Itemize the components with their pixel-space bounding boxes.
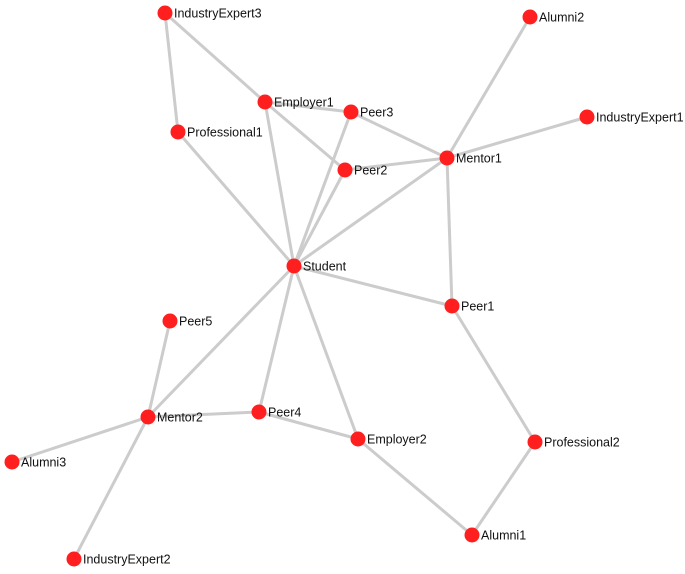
edge-employer1-student bbox=[263, 100, 296, 268]
edge-student-peer4 bbox=[257, 264, 296, 414]
edge-mentor1-student bbox=[292, 156, 449, 268]
edge-student-mentor2 bbox=[146, 264, 296, 419]
node-industryexpert1[interactable]: IndustryExpert1 bbox=[579, 109, 684, 125]
node-label: Employer2 bbox=[367, 433, 427, 447]
edge-student-peer1 bbox=[292, 264, 454, 308]
node-label: Student bbox=[303, 260, 347, 274]
edge-peer4-mentor2 bbox=[146, 410, 261, 419]
node-peer1[interactable]: Peer1 bbox=[444, 298, 495, 314]
node-label: IndustryExpert3 bbox=[174, 7, 262, 21]
edge-peer3-student bbox=[292, 110, 353, 268]
node-label: IndustryExpert2 bbox=[83, 553, 171, 567]
node-label: Alumni1 bbox=[481, 529, 526, 543]
node-mentor2[interactable]: Mentor2 bbox=[140, 409, 203, 425]
node-marker[interactable] bbox=[66, 551, 82, 567]
edge-mentor1-industryexpert1 bbox=[445, 115, 589, 160]
node-marker[interactable] bbox=[257, 94, 273, 110]
node-marker[interactable] bbox=[140, 409, 156, 425]
node-label: Peer1 bbox=[461, 300, 494, 314]
node-employer2[interactable]: Employer2 bbox=[350, 431, 427, 447]
node-peer2[interactable]: Peer2 bbox=[337, 162, 388, 178]
node-marker[interactable] bbox=[4, 454, 20, 470]
node-marker[interactable] bbox=[464, 527, 480, 543]
node-label: Mentor2 bbox=[157, 411, 203, 425]
node-student[interactable]: Student bbox=[286, 258, 347, 274]
edge-professional1-student bbox=[176, 130, 296, 268]
node-label: Peer5 bbox=[179, 315, 212, 329]
edge-peer3-mentor1 bbox=[349, 110, 449, 160]
node-marker[interactable] bbox=[157, 5, 173, 21]
node-marker[interactable] bbox=[350, 431, 366, 447]
edge-peer2-student bbox=[292, 168, 347, 268]
node-marker[interactable] bbox=[439, 150, 455, 166]
edge-industryexpert3-employer1 bbox=[163, 11, 267, 104]
node-label: Professional2 bbox=[544, 436, 620, 450]
edge-peer1-professional2 bbox=[450, 304, 537, 444]
node-marker[interactable] bbox=[251, 404, 267, 420]
edge-mentor2-industryexpert2 bbox=[72, 415, 150, 561]
node-peer4[interactable]: Peer4 bbox=[251, 404, 302, 420]
node-marker[interactable] bbox=[343, 104, 359, 120]
edge-employer1-peer3 bbox=[263, 100, 353, 114]
edge-industryexpert3-professional1 bbox=[163, 11, 180, 134]
node-peer3[interactable]: Peer3 bbox=[343, 104, 394, 120]
node-marker[interactable] bbox=[579, 109, 595, 125]
node-industryexpert2[interactable]: IndustryExpert2 bbox=[66, 551, 171, 567]
node-label: Mentor1 bbox=[456, 152, 502, 166]
node-label: IndustryExpert1 bbox=[596, 111, 684, 125]
node-employer1[interactable]: Employer1 bbox=[257, 94, 334, 110]
node-label: Professional1 bbox=[187, 126, 263, 140]
node-alumni3[interactable]: Alumni3 bbox=[4, 454, 67, 470]
node-peer5[interactable]: Peer5 bbox=[162, 313, 213, 329]
node-marker[interactable] bbox=[337, 162, 353, 178]
node-professional2[interactable]: Professional2 bbox=[527, 434, 620, 450]
node-marker[interactable] bbox=[286, 258, 302, 274]
node-alumni1[interactable]: Alumni1 bbox=[464, 527, 527, 543]
edge-peer5-mentor2 bbox=[146, 319, 172, 419]
node-professional1[interactable]: Professional1 bbox=[170, 124, 263, 140]
node-marker[interactable] bbox=[444, 298, 460, 314]
node-label: Peer3 bbox=[360, 106, 393, 120]
edge-alumni1-employer2 bbox=[356, 437, 474, 537]
node-label: Alumni2 bbox=[539, 11, 584, 25]
node-marker[interactable] bbox=[170, 124, 186, 140]
node-label: Peer2 bbox=[354, 164, 387, 178]
node-label: Employer1 bbox=[274, 96, 334, 110]
edge-employer1-peer2 bbox=[263, 100, 347, 172]
node-alumni2[interactable]: Alumni2 bbox=[522, 9, 585, 25]
edge-mentor1-peer1 bbox=[445, 156, 454, 308]
edge-mentor2-alumni3 bbox=[10, 415, 150, 464]
edges-layer bbox=[10, 11, 589, 561]
node-label: Alumni3 bbox=[21, 456, 66, 470]
node-marker[interactable] bbox=[162, 313, 178, 329]
edge-professional2-alumni1 bbox=[470, 440, 537, 537]
node-marker[interactable] bbox=[522, 9, 538, 25]
edge-peer4-employer2 bbox=[257, 410, 360, 441]
edge-student-employer2 bbox=[292, 264, 360, 441]
node-industryexpert3[interactable]: IndustryExpert3 bbox=[157, 5, 262, 21]
node-marker[interactable] bbox=[527, 434, 543, 450]
node-mentor1[interactable]: Mentor1 bbox=[439, 150, 502, 166]
edge-peer2-mentor1 bbox=[343, 156, 449, 172]
edge-mentor1-alumni2 bbox=[445, 15, 532, 160]
node-label: Peer4 bbox=[268, 406, 301, 420]
